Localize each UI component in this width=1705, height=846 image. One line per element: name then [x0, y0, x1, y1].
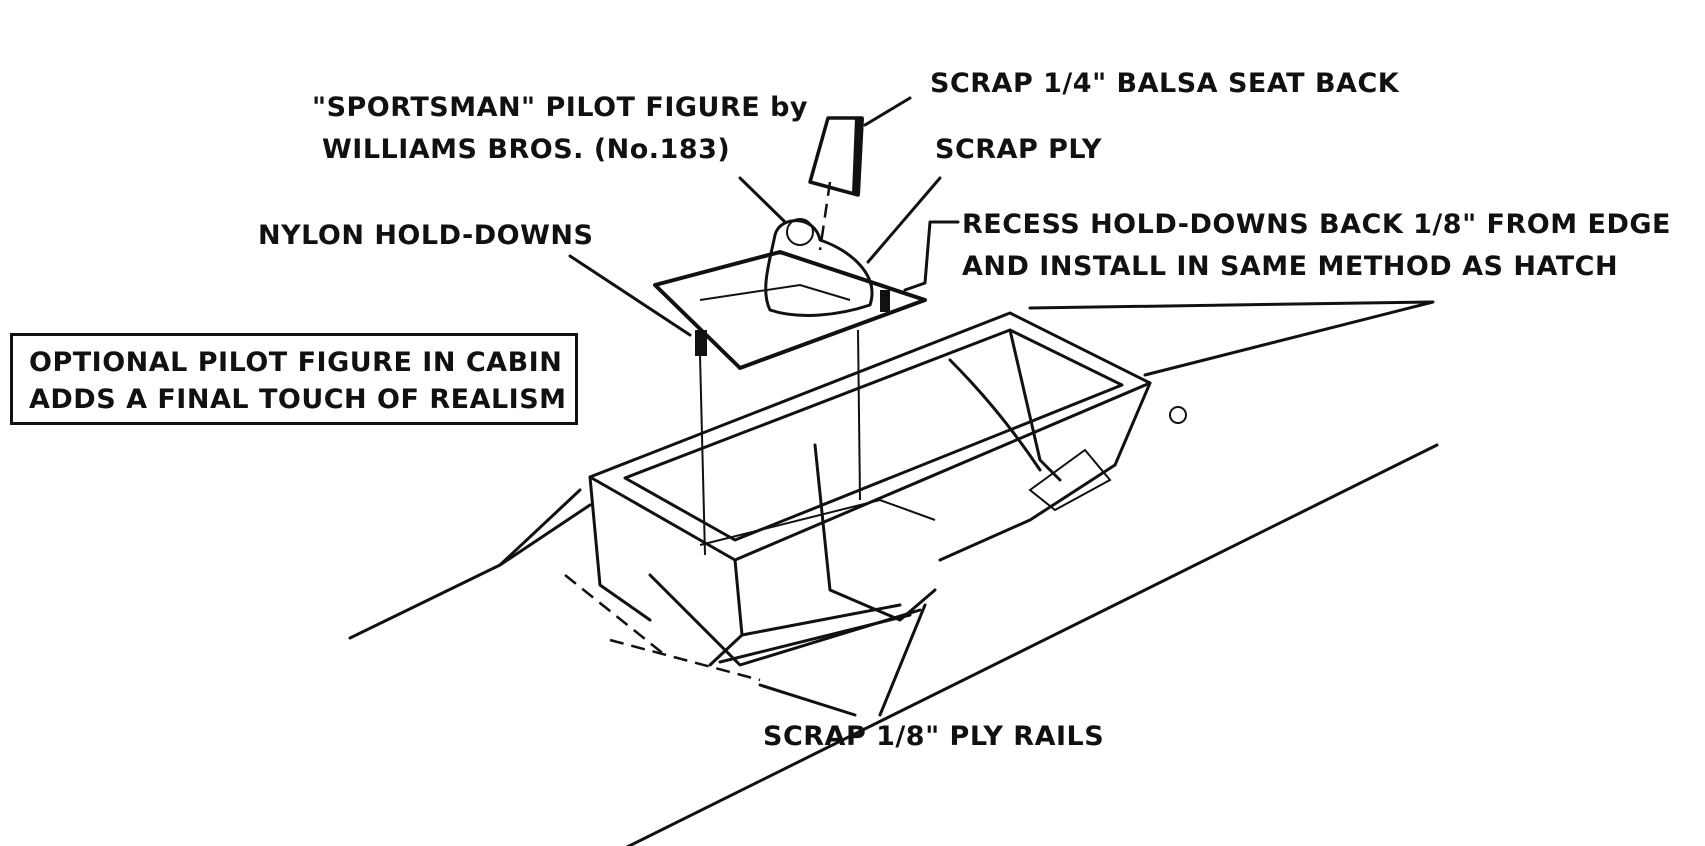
label-recess-line1: RECESS HOLD-DOWNS BACK 1/8" FROM EDGE [962, 209, 1671, 240]
cabin-window-edge [813, 443, 937, 622]
label-recess-line2: AND INSTALL IN SAME METHOD AS HATCH [962, 251, 1619, 282]
cabin-side-panel [1028, 448, 1112, 512]
ply-rail-bar [718, 613, 912, 664]
cabin-top-frame [588, 311, 1152, 562]
label-nylon-hold-downs: NYLON HOLD-DOWNS [258, 220, 594, 251]
cabin-window-curve [948, 358, 1042, 472]
callout-line1: OPTIONAL PILOT FIGURE IN CABIN [29, 347, 563, 378]
seat-plate [653, 250, 927, 370]
cabin-front-post [588, 475, 652, 622]
leader-nylon [568, 254, 692, 337]
cabin-rear-post [938, 381, 1152, 562]
label-ply-rails: SCRAP 1/8" PLY RAILS [763, 721, 1105, 752]
fuselage-side-line [1143, 300, 1435, 377]
leader-scrap-ply [866, 176, 942, 264]
pilot-figure-head [786, 218, 814, 246]
callout-box: OPTIONAL PILOT FIGURE IN CABIN ADDS A FI… [10, 333, 578, 425]
ply-rail-dashed-bottom [609, 638, 761, 682]
label-seat-back: SCRAP 1/4" BALSA SEAT BACK [930, 68, 1400, 99]
label-pilot-figure-line2: WILLIAMS BROS. (No.183) [322, 134, 731, 165]
leader-pilot [738, 176, 787, 224]
assembly-line-right [857, 329, 861, 501]
assembly-line-seat-back [818, 181, 832, 251]
hatch-screw [1169, 406, 1187, 424]
hold-down-left [695, 330, 707, 356]
fuselage-top-line [348, 503, 592, 640]
hold-down-right [880, 290, 890, 312]
cabin-floor-inner [699, 498, 936, 546]
callout-line2: ADDS A FINAL TOUCH OF REALISM [29, 384, 567, 415]
leader-seat-back [863, 96, 912, 127]
fuselage-upper-right-line [1028, 300, 1434, 310]
ply-rail-left [648, 573, 922, 667]
label-scrap-ply: SCRAP PLY [935, 134, 1102, 165]
assembly-line-left [699, 354, 706, 556]
cabin-top-frame-inner [623, 328, 1124, 542]
seat-back [808, 116, 864, 197]
ply-rail-dashed-left [564, 574, 666, 656]
seat-back-edge [852, 118, 864, 195]
leader-recess [903, 220, 960, 292]
seat-plate-detail [699, 283, 851, 301]
leader-rails-left [758, 683, 857, 717]
pilot-figure [764, 219, 874, 317]
cabin-floor-edge [740, 603, 902, 637]
fuselage-bottom-line [625, 443, 1439, 846]
label-pilot-figure-line1: "SPORTSMAN" PILOT FIGURE by [312, 92, 809, 123]
leader-rails-right [878, 603, 927, 717]
fuselage-lower-front-line [498, 488, 582, 567]
